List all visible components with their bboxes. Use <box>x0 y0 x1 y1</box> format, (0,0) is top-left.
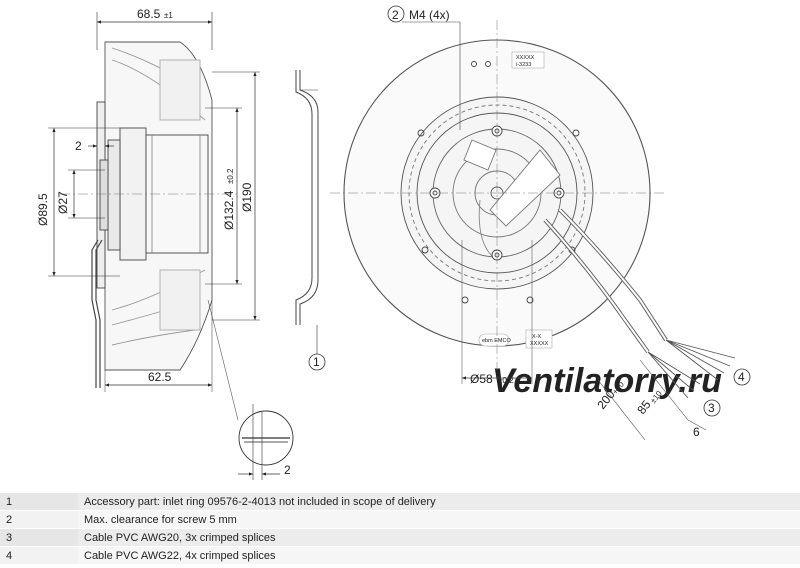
dim-d58: Ø58 <box>470 372 493 386</box>
label-top-1: XXXXX <box>516 55 535 61</box>
dim-depth-tol: ±1 <box>164 11 173 20</box>
screw-callout-circle <box>387 5 405 23</box>
label-bottom-right-1: X-X <box>532 334 542 340</box>
dim-d58-tol: ±0.2 <box>498 376 514 385</box>
callout-1: 1 <box>308 325 326 371</box>
screw-callout: 2 <box>392 8 399 22</box>
detail-clearance: 2 <box>284 463 291 477</box>
note-number: 2 <box>0 510 78 529</box>
note-number: 3 <box>0 528 78 547</box>
note-number: 1 <box>0 492 78 511</box>
dim-depth: 68.5 <box>137 7 161 21</box>
side-view <box>48 12 260 392</box>
note-text: Accessory part: inlet ring 09576-2-4013 … <box>78 492 800 511</box>
dim-inner: 62.5 <box>148 370 172 384</box>
cable <box>543 208 736 441</box>
dim-flange: 2 <box>75 139 82 153</box>
technical-drawing: Ventilatorry.ru <box>36 5 751 480</box>
dim-d27: Ø27 <box>56 191 70 214</box>
dim-d132-tol: ±0.2 <box>226 168 235 184</box>
detail-view <box>207 299 294 480</box>
callout-4: 4 <box>733 368 751 386</box>
note-text: Cable PVC AWG20, 3x crimped splices <box>78 528 800 547</box>
dim-d132: Ø132.4 <box>222 190 236 230</box>
label-bottom-left: ebm EMCO <box>482 338 511 344</box>
screw-label: M4 (4x) <box>409 8 450 22</box>
label-bottom-right-2: XXXXX <box>530 341 549 347</box>
dim-d89: Ø89.5 <box>36 193 50 226</box>
note-text: Max. clearance for screw 5 mm <box>78 510 800 529</box>
inlet-ring-profile <box>295 70 319 325</box>
note-number: 4 <box>0 546 78 564</box>
front-view <box>330 20 665 384</box>
note-text: Cable PVC AWG22, 4x crimped splices <box>78 546 800 564</box>
callout-3: 3 <box>703 399 721 417</box>
svg-text:4: 4 <box>738 370 745 384</box>
svg-text:3: 3 <box>708 401 715 415</box>
dim-d190: Ø190 <box>240 182 254 212</box>
svg-text:1: 1 <box>313 355 320 369</box>
label-top-2: i-3233 <box>516 62 531 68</box>
dim-splice-len: 6 <box>693 425 700 439</box>
